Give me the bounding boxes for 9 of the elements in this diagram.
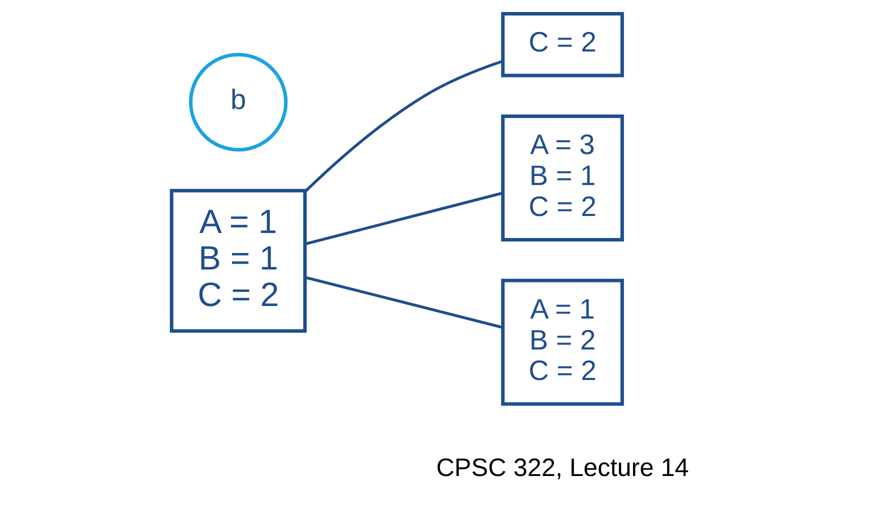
node-box: A = 3 B = 1 C = 2 [500,114,624,242]
node-circle: b [188,52,288,152]
connector [304,276,503,329]
label: CPSC 322, Lecture 14 [436,454,688,482]
connector [304,192,503,246]
node-box: A = 1 B = 2 C = 2 [500,278,624,406]
node-box: A = 1 B = 1 C = 2 [169,188,306,333]
node-box: C = 2 [500,12,624,78]
connector [304,60,502,193]
